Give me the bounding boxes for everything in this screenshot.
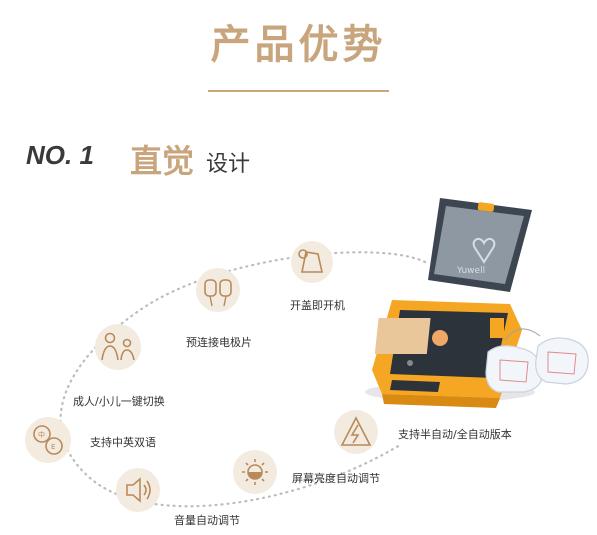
feature-label-semi-full-auto: 支持半自动/全自动版本 <box>398 428 512 441</box>
section-number: NO. 1 <box>26 140 94 170</box>
speaker-icon <box>116 468 160 512</box>
svg-text:E: E <box>51 443 55 451</box>
section-heading-highlight: 直觉 <box>130 142 195 180</box>
electrode-pads-icon <box>196 268 240 312</box>
lid-watermark: Yuwell <box>456 266 485 276</box>
lightning-shock-icon <box>334 410 378 454</box>
feature-label-power-on: 开盖即开机 <box>290 299 345 312</box>
feature-label-preconnected-pads: 预连接电极片 <box>186 336 252 349</box>
language-bubbles-icon: 中 E <box>25 417 71 463</box>
feature-label-auto-brightness: 屏幕亮度自动调节 <box>292 472 380 485</box>
section-heading-rest: 设计 <box>206 152 251 177</box>
brightness-icon <box>233 450 277 494</box>
adult-child-icon <box>95 324 141 370</box>
page-title: 产品优势 <box>210 22 387 68</box>
feature-label-auto-volume: 音量自动调节 <box>174 514 240 527</box>
device-power-on-icon <box>291 241 333 283</box>
feature-label-adult-child-switch: 成人/小儿一键切换 <box>73 395 165 408</box>
svg-text:中: 中 <box>38 430 45 439</box>
feature-label-bilingual: 支持中英双语 <box>90 436 156 449</box>
electrode-pads-illustration <box>485 328 589 393</box>
title-underline <box>208 90 389 92</box>
